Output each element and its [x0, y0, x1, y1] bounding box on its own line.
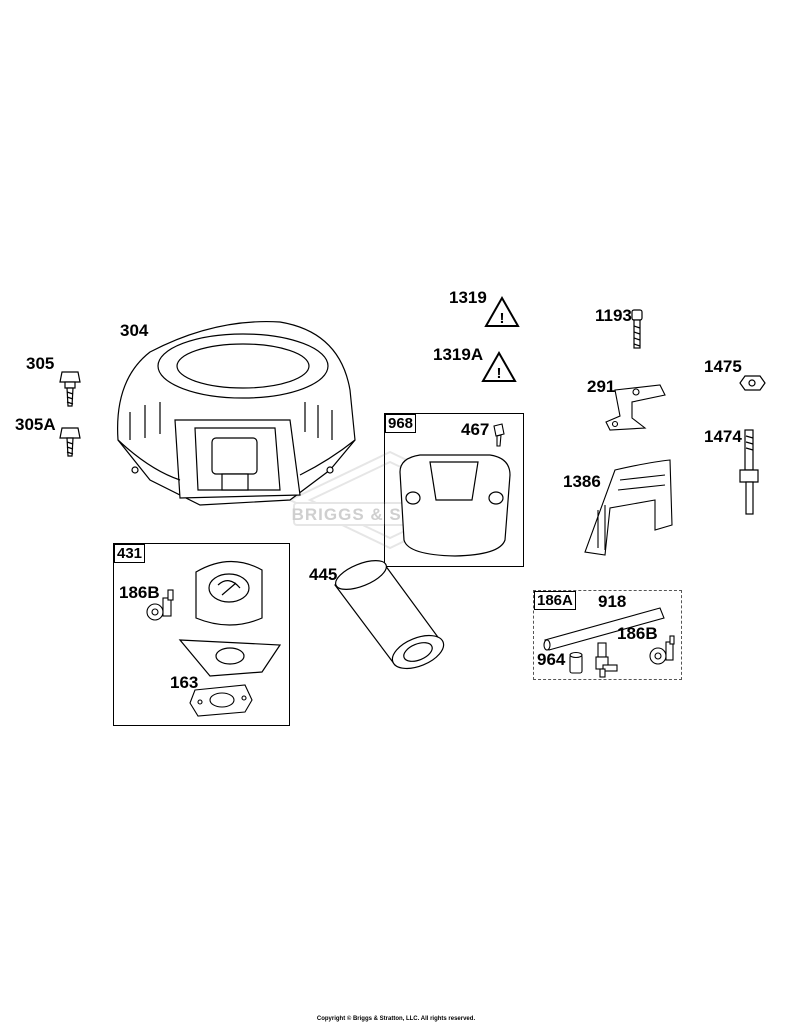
- fitting-186b-kit: [146, 589, 174, 621]
- label-291: 291: [587, 377, 616, 396]
- label-1386: 1386: [563, 472, 601, 491]
- kit-label-186a: 186A: [534, 591, 576, 610]
- baffle-1386: [584, 459, 673, 556]
- blower-housing-304: [117, 320, 356, 506]
- kit-431-frame: [113, 543, 290, 726]
- kit-label-968: 968: [385, 414, 417, 433]
- label-1475: 1475: [704, 357, 742, 376]
- label-445: 445: [309, 565, 338, 584]
- kit-186a-frame: [533, 590, 682, 680]
- screw-305: [59, 371, 81, 407]
- kit-label-431: 431: [114, 544, 146, 563]
- screw-305a: [59, 427, 81, 457]
- air-cleaner-base-431: [178, 560, 282, 677]
- copyright-notice: Copyright © Briggs & Stratton, LLC. All …: [316, 1016, 476, 1022]
- bracket-291: [605, 384, 666, 431]
- nut-1475: [739, 375, 766, 391]
- label-467: 467: [461, 420, 490, 439]
- bolt-1193: [631, 309, 643, 349]
- gasket-163: [189, 684, 253, 717]
- warning-decal-1319a-mark: !: [497, 365, 502, 382]
- warning-decal-1319a: [481, 350, 517, 382]
- label-1474: 1474: [704, 427, 742, 446]
- label-964: 964: [537, 650, 566, 669]
- label-186b-kit: 186B: [119, 583, 160, 602]
- air-cleaner-cover-968: [399, 454, 511, 557]
- label-1319: 1319: [449, 288, 487, 307]
- tube-918: [543, 607, 665, 651]
- label-304: 304: [120, 321, 149, 340]
- label-1319a: 1319A: [433, 345, 484, 364]
- label-305a: 305A: [15, 415, 56, 434]
- warning-decal-1319: [484, 295, 520, 327]
- warning-decal-1319-mark: !: [500, 310, 505, 327]
- fitting-186b: [649, 635, 675, 665]
- sleeve-964: [569, 651, 583, 674]
- connector-186a: [595, 642, 618, 678]
- stud-1474: [739, 429, 759, 515]
- kit-968-frame: [384, 413, 524, 567]
- screw-467: [493, 423, 505, 447]
- label-305: 305: [26, 354, 55, 373]
- label-1193: 1193: [595, 306, 632, 325]
- label-918: 918: [598, 592, 627, 611]
- label-186b: 186B: [617, 624, 658, 643]
- air-filter-445: [334, 560, 445, 670]
- label-163: 163: [170, 673, 199, 692]
